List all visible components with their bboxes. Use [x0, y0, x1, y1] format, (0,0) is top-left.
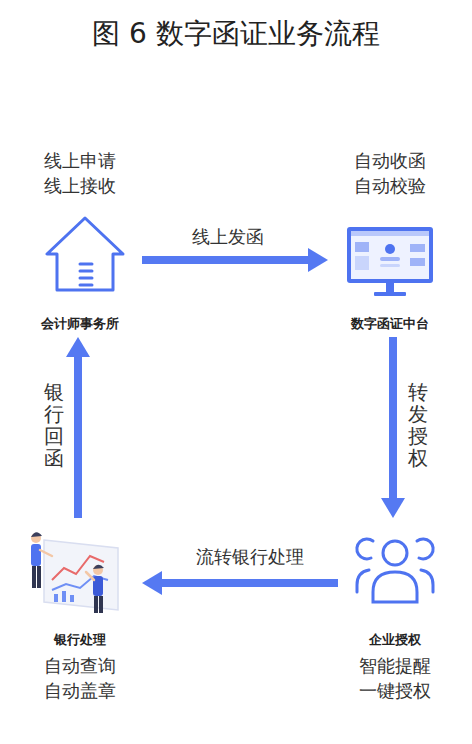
node-name: 会计师事务所: [41, 315, 119, 333]
monitor-icon-part: [380, 257, 400, 261]
arrow-shaft: [160, 579, 338, 587]
arrow-head: [308, 248, 328, 272]
bank-illustration-part: [93, 565, 103, 575]
monitor-icon-part: [351, 231, 429, 236]
bank-illustration-part: [70, 595, 74, 602]
arrow-shaft: [389, 337, 397, 500]
edge-label: 银行回函: [44, 379, 64, 471]
bank-illustration-part: [31, 544, 41, 566]
flow-arrow: [381, 337, 405, 518]
monitor-icon-part: [385, 244, 395, 254]
bank-illustration-part: [31, 532, 42, 537]
flow-arrow: [142, 248, 328, 272]
bank-illustration-part: [93, 565, 104, 569]
arrow-shaft: [142, 256, 310, 264]
arrow-shaft: [74, 355, 82, 518]
monitor-icon-part: [410, 244, 425, 252]
monitor-icon-part: [386, 283, 394, 292]
bank-illustration-part: [94, 596, 98, 613]
bank-illustration-part: [37, 566, 41, 588]
bank-illustration-part: [86, 572, 94, 580]
process-node: 自动收函 自动校验数字函证中台: [330, 145, 450, 335]
house-icon-part: [80, 270, 92, 273]
edge-label: 线上发函: [189, 225, 267, 249]
house-icon-part: [80, 263, 92, 266]
bank-illustration-part: [54, 594, 58, 602]
process-node: 银行处理自动查询 自动盖章: [20, 520, 140, 710]
people-icon-part: [373, 572, 417, 602]
node-note: 智能提醒 一键授权: [354, 653, 437, 703]
arrow-head: [142, 571, 162, 595]
bank-illustration-part: [32, 566, 36, 588]
house-icon-part: [47, 218, 123, 290]
process-node: 企业授权智能提醒 一键授权: [340, 520, 450, 710]
house-icon-part: [80, 277, 92, 280]
process-node: 线上申请 线上接收会计师事务所: [20, 145, 140, 335]
people-icon-part: [357, 570, 369, 592]
flow-arrow: [66, 337, 90, 518]
arrow-head: [66, 337, 90, 357]
people-icon: [357, 539, 433, 602]
edge-label: 转发授权: [408, 379, 428, 471]
people-icon-part: [421, 570, 433, 592]
bank-illustration-part: [40, 550, 52, 556]
people-icon-part: [383, 541, 407, 565]
node-name: 银行处理: [54, 631, 106, 649]
node-note: 自动查询 自动盖章: [39, 653, 122, 703]
flow-arrow: [142, 571, 338, 595]
node-name: 企业授权: [369, 631, 421, 649]
bank-illustration-part: [31, 533, 41, 543]
edge-label: 流转银行处理: [193, 545, 307, 569]
monitor-icon: [347, 227, 433, 296]
monitor-icon-part: [410, 258, 425, 266]
people-icon-part: [357, 539, 373, 559]
node-name: 数字函证中台: [351, 315, 429, 333]
people-icon-part: [417, 539, 433, 559]
arrow-head: [381, 498, 405, 518]
monitor-icon-part: [374, 292, 406, 296]
monitor-icon-part: [347, 227, 433, 283]
bank-illustration-part: [99, 596, 103, 613]
monitor-icon-part: [355, 256, 369, 270]
bank-illustration: [31, 532, 118, 613]
house-icon-part: [80, 284, 92, 287]
diagram-title: 图 6 数字函证业务流程: [0, 14, 472, 54]
bank-illustration-part: [62, 591, 66, 602]
node-note: 自动收函 自动校验: [349, 148, 432, 198]
node-note: 线上申请 线上接收: [39, 148, 122, 198]
house-icon: [47, 218, 123, 290]
monitor-icon-part: [351, 231, 429, 279]
monitor-icon-part: [380, 264, 400, 267]
bank-illustration-part: [44, 540, 118, 610]
monitor-icon-part: [355, 242, 369, 252]
